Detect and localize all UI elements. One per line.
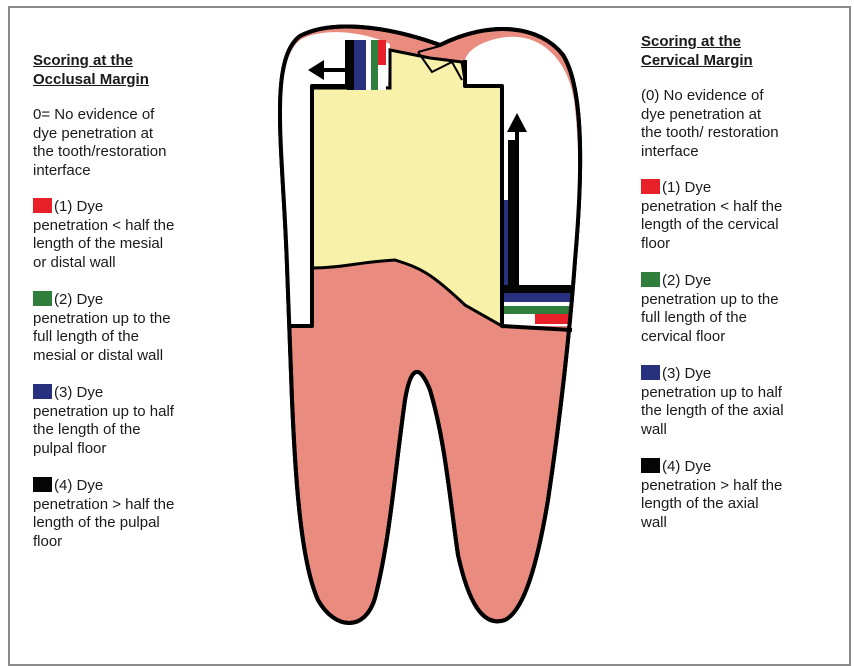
occlusal-score-3: (3) Dye penetration up to half the length… (33, 384, 223, 458)
occlusal-red-band (378, 40, 386, 65)
blue-swatch (641, 365, 660, 380)
cervical-score-1-title: (1) Dye (662, 179, 711, 196)
cervical-score-0: (0) No evidence of dye penetration at th… (641, 87, 846, 161)
cervical-score-2-text: penetration up to the full length of the… (641, 291, 779, 345)
cervical-white-floor-1 (501, 302, 571, 306)
cervical-score-2: (2) Dye penetration up to the full length… (641, 272, 846, 346)
occlusal-green-band (371, 40, 378, 90)
red-swatch (33, 198, 52, 213)
occlusal-score-1: (1) Dye penetration < half the length of … (33, 198, 223, 272)
cervical-legend: Scoring at the Cervical Margin (0) No ev… (641, 33, 846, 551)
occlusal-score-2-title: (2) Dye (54, 291, 103, 308)
green-swatch (641, 272, 660, 287)
occlusal-white-band-2 (378, 65, 386, 90)
cervical-score-1-text: penetration < half the length of the cer… (641, 198, 782, 252)
blue-swatch (33, 384, 52, 399)
cervical-blue-floor (501, 293, 571, 302)
occlusal-heading: Scoring at the Occlusal Margin (33, 52, 223, 89)
cervical-score-2-title: (2) Dye (662, 272, 711, 289)
occlusal-score-1-text: penetration < half the length of the mes… (33, 217, 174, 271)
occlusal-blue-band (354, 40, 366, 90)
cervical-heading: Scoring at the Cervical Margin (641, 33, 846, 70)
cervical-score-3: (3) Dye penetration up to half the length… (641, 365, 846, 439)
red-swatch (641, 179, 660, 194)
occlusal-score-2: (2) Dye penetration up to the full length… (33, 291, 223, 365)
occlusal-legend: Scoring at the Occlusal Margin 0= No evi… (33, 52, 223, 570)
cervical-score-4-title: (4) Dye (662, 458, 711, 475)
occlusal-score-3-title: (3) Dye (54, 384, 103, 401)
green-swatch (33, 291, 52, 306)
cervical-score-3-text: penetration up to half the length of the… (641, 384, 784, 438)
cervical-score-4: (4) Dye penetration > half the length of … (641, 458, 846, 532)
cervical-score-3-title: (3) Dye (662, 365, 711, 382)
cervical-black-floor (501, 285, 571, 293)
occlusal-score-0: 0= No evidence of dye penetration at the… (33, 106, 223, 180)
occlusal-score-4: (4) Dye penetration > half the length of … (33, 477, 223, 551)
occlusal-white-band-1 (366, 40, 371, 90)
occlusal-score-3-text: penetration up to half the length of the… (33, 403, 174, 457)
cervical-score-4-text: penetration > half the length of the axi… (641, 477, 782, 531)
cervical-score-1: (1) Dye penetration < half the length of … (641, 179, 846, 253)
occlusal-score-4-title: (4) Dye (54, 477, 103, 494)
occlusal-score-2-text: penetration up to the full length of the… (33, 310, 171, 364)
black-swatch (641, 458, 660, 473)
tooth-diagram (250, 10, 590, 640)
cervical-green-floor (501, 306, 571, 314)
occlusal-score-1-title: (1) Dye (54, 198, 103, 215)
cervical-white-floor-2 (501, 314, 535, 324)
cervical-red-floor (535, 314, 570, 324)
occlusal-score-4-text: penetration > half the length of the pul… (33, 496, 174, 550)
black-swatch (33, 477, 52, 492)
